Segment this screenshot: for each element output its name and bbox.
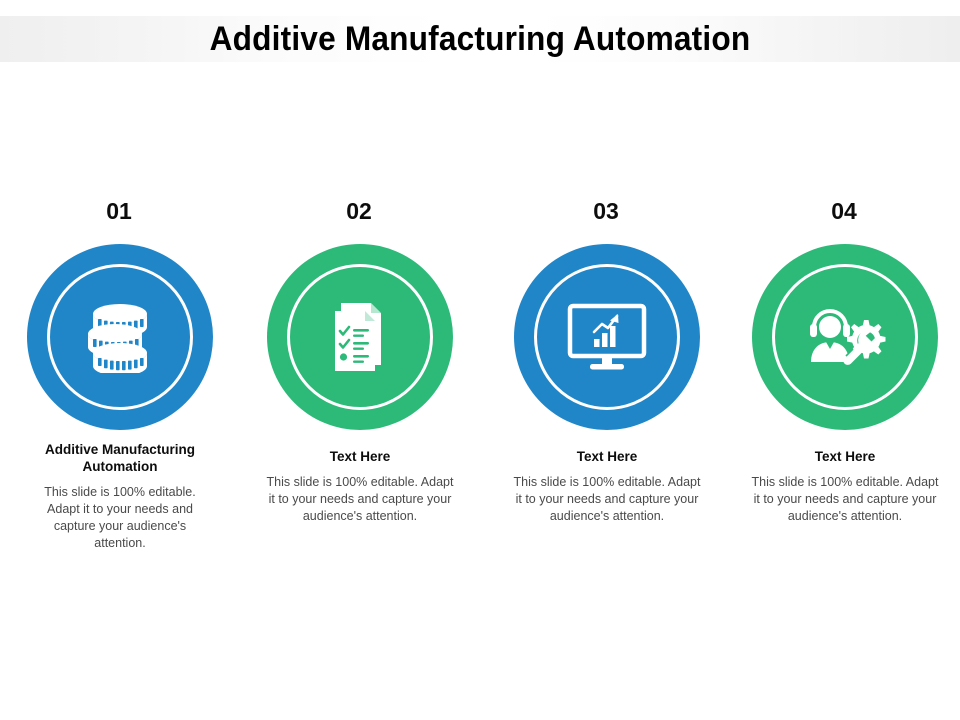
column-body-2: This slide is 100% editable. Adapt it to…	[266, 475, 454, 523]
circle-ring-1	[47, 264, 193, 410]
icon-circle-2[interactable]	[267, 244, 453, 430]
column-number-3: 03	[593, 198, 619, 224]
icon-circle-1[interactable]	[27, 244, 213, 430]
column-number-2: 02	[346, 198, 372, 224]
checklist-document-icon	[267, 244, 453, 430]
title-band	[0, 16, 960, 62]
circle-ring-2	[287, 264, 433, 410]
monitor-bar-chart-icon	[514, 244, 700, 430]
column-item-1[interactable]: 01	[0, 196, 240, 552]
column-heading-2: Text Here	[329, 449, 391, 464]
icon-circle-4[interactable]	[752, 244, 938, 430]
column-item-3[interactable]: 03	[487, 196, 727, 525]
column-body-4: This slide is 100% editable. Adapt it to…	[751, 475, 939, 523]
column-heading-3: Text Here	[576, 449, 638, 464]
column-item-4[interactable]: 04	[725, 196, 960, 525]
circle-ring-4	[772, 264, 918, 410]
column-heading-1: Additive Manufacturing Automation	[44, 442, 195, 474]
coin-stack-icon	[27, 244, 213, 430]
column-item-2[interactable]: 02	[240, 196, 480, 525]
column-number-1: 01	[106, 198, 132, 224]
icon-circle-3[interactable]	[514, 244, 700, 430]
circle-ring-3	[534, 264, 680, 410]
column-body-1: This slide is 100% editable. Adapt it to…	[44, 485, 196, 550]
column-heading-4: Text Here	[814, 449, 876, 464]
column-body-3: This slide is 100% editable. Adapt it to…	[513, 475, 701, 523]
page-title: Additive Manufacturing Automation	[209, 20, 751, 58]
support-agent-gear-wrench-icon	[752, 244, 938, 430]
column-number-4: 04	[831, 198, 857, 224]
